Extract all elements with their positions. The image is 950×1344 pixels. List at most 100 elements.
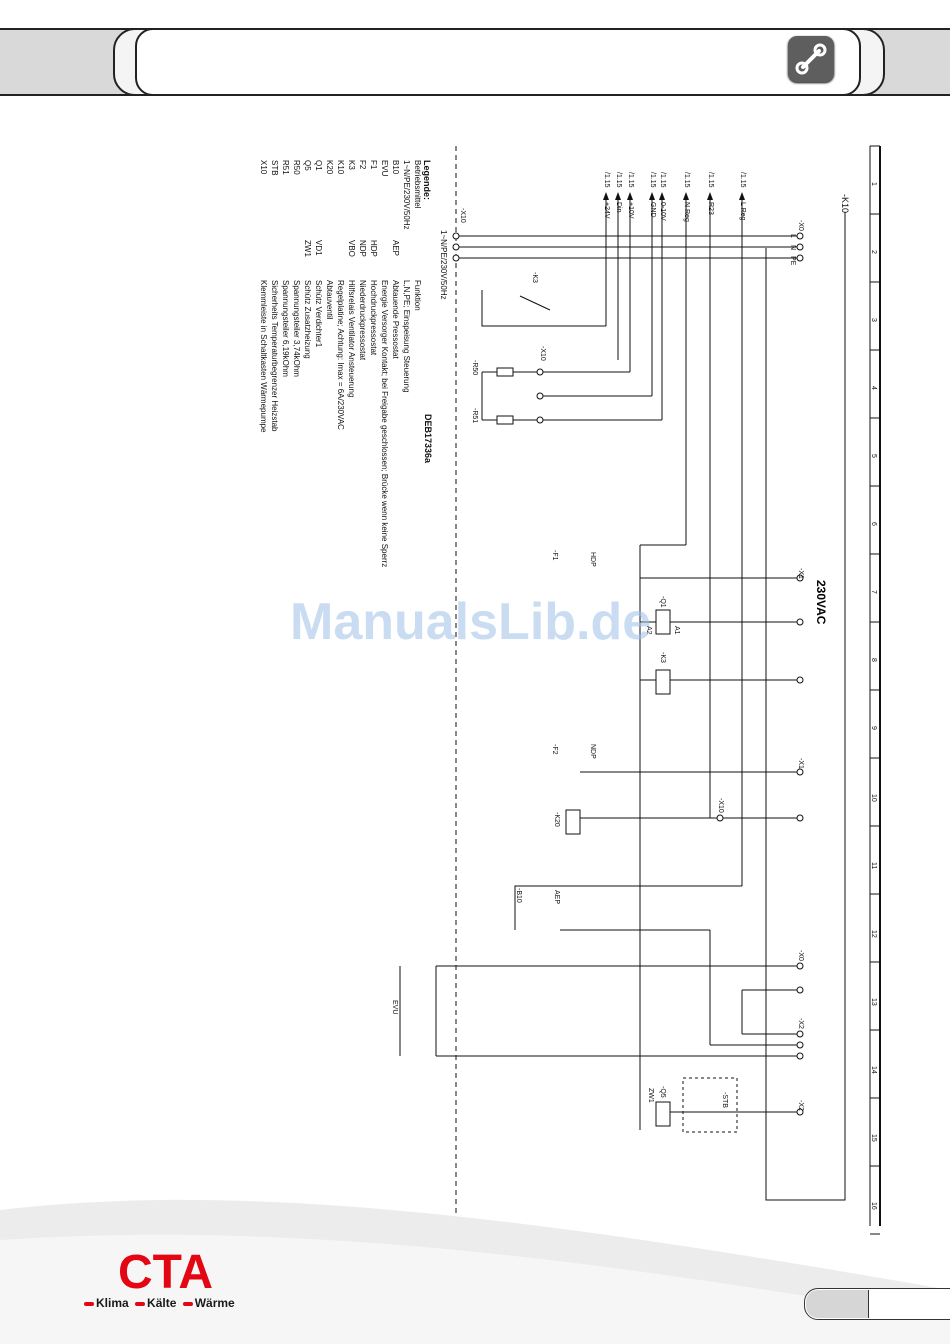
legend-short	[258, 240, 269, 280]
x2-label: -X2	[797, 1018, 804, 1029]
terminal-name: R23	[707, 202, 714, 215]
supply-pe: PE	[789, 256, 796, 266]
column-number: 7	[870, 590, 877, 594]
terminal-name: +10V	[627, 202, 634, 219]
legend-id: STB	[270, 160, 279, 176]
column-number: 5	[870, 454, 877, 458]
page-number-box	[806, 1290, 869, 1318]
column-number: 4	[870, 386, 877, 390]
wrench-icon	[795, 43, 827, 75]
legend-doc-code: DEB17336a	[423, 414, 433, 464]
column-number: 15	[870, 1134, 877, 1142]
legend-short	[335, 240, 346, 280]
f2-label: -F2	[551, 744, 558, 755]
terminal-ref: /1.15	[683, 172, 690, 188]
legend-short	[269, 240, 280, 280]
terminal-ref: /1.15	[603, 172, 610, 188]
legend-desc: Schütz Zusatzheizung	[303, 280, 312, 359]
column-number: 9	[870, 726, 877, 730]
x1-label: -X1	[797, 568, 804, 579]
brand-word-klima: Klima	[96, 1296, 129, 1310]
legend-id: 1~N/PE/230V/50Hz	[402, 160, 411, 230]
legend-short	[401, 240, 412, 280]
x0-label: -X0	[797, 220, 804, 231]
legend-col-header-1: Betriebsmittel	[413, 160, 422, 209]
legend-id: R50	[292, 160, 301, 175]
legend-col-header-2: Funktion	[413, 280, 422, 311]
legend-desc: L,N,PE; Einspeisung Steuerung	[402, 280, 411, 393]
legend-short: VD1	[314, 240, 323, 256]
legend-id: EVU	[380, 160, 389, 177]
legend-id: F1	[369, 160, 378, 170]
terminal-name: Din	[615, 202, 622, 213]
wrench-button[interactable]	[788, 36, 834, 82]
legend-id: X10	[259, 160, 268, 175]
watermark: ManualsLib.de	[290, 593, 652, 651]
stb-label: -STB	[721, 1092, 728, 1108]
header-title-area	[135, 28, 861, 96]
legend-id: B10	[391, 160, 400, 175]
f1-label: -F1	[551, 550, 558, 561]
legend-desc: Regelplatine; Achtung: Imax = 6A/230VAC	[336, 280, 345, 430]
supply-n: N	[789, 245, 796, 251]
legend-desc: Abtauventil	[325, 280, 334, 320]
supply-title: 1~N/PE/230V/50Hz	[439, 230, 448, 300]
hdp-label: HDP	[589, 552, 596, 567]
terminal-name: N Reg	[683, 202, 690, 222]
q1-a1-label: A1	[673, 626, 680, 635]
legend-id: Q1	[314, 160, 323, 171]
aep-label: AEP	[553, 890, 560, 905]
legend-short: AEP	[391, 240, 400, 257]
voltage-label: 230VAC	[814, 580, 828, 625]
legend-desc: Spannungsteiler 6,19kOhm	[281, 280, 290, 377]
cta-logo: CTA	[118, 1248, 213, 1299]
brand-line: Klima Kälte Wärme	[84, 1296, 235, 1312]
k10-label: -K10	[840, 194, 850, 214]
terminal-ref: /1.15	[627, 172, 634, 188]
legend-desc: Schütz Verdichter1	[314, 280, 323, 348]
legend-id: F2	[358, 160, 367, 170]
terminal-ref: /1.15	[659, 172, 666, 188]
legend-short: NDP	[358, 240, 367, 257]
column-number: 6	[870, 522, 877, 526]
legend-short	[280, 240, 291, 280]
zw1-label: ZW1	[647, 1088, 654, 1103]
terminal-ref: /1.15	[649, 172, 656, 188]
x10-label-2: -X10	[717, 798, 724, 813]
legend-id: K10	[336, 160, 345, 175]
x2-label-2: -X2	[797, 1100, 804, 1111]
x1-label-2: -X1	[797, 758, 804, 769]
legend-desc: Abtauende Pressostat	[391, 280, 400, 359]
logo-text: CTA	[118, 1248, 213, 1299]
column-number: 11	[870, 862, 877, 870]
terminal-name: L Reg	[739, 202, 746, 221]
terminal-name: GND	[649, 202, 656, 218]
legend-desc: Energie Versorger Kontakt; bei Freigabe …	[380, 280, 389, 568]
terminal-name: +24V	[603, 202, 610, 219]
ndp-label: NDP	[589, 744, 596, 759]
r51-label: -R51	[471, 408, 478, 424]
legend-desc: Sicherheits Temperaturbegrenzer Heizstab	[270, 280, 279, 432]
footer-wave	[0, 1199, 950, 1344]
legend: Legende: DEB17336a Betriebsmittel Funkti…	[258, 160, 433, 567]
column-number: 14	[870, 1066, 877, 1074]
column-number: 8	[870, 658, 877, 662]
column-number: 12	[870, 930, 877, 938]
legend-header-row: Betriebsmittel Funktion	[412, 160, 423, 567]
legend-short	[324, 240, 335, 280]
q5-label: -Q5	[659, 1086, 666, 1098]
legend-short: ZW1	[303, 240, 312, 257]
k3-coil-label: -K3	[659, 652, 666, 663]
column-number: 3	[870, 318, 877, 322]
column-number: 1	[870, 182, 877, 186]
x0-label-2: -X0	[797, 950, 804, 961]
brand-word-kaelte: Kälte	[147, 1296, 177, 1310]
